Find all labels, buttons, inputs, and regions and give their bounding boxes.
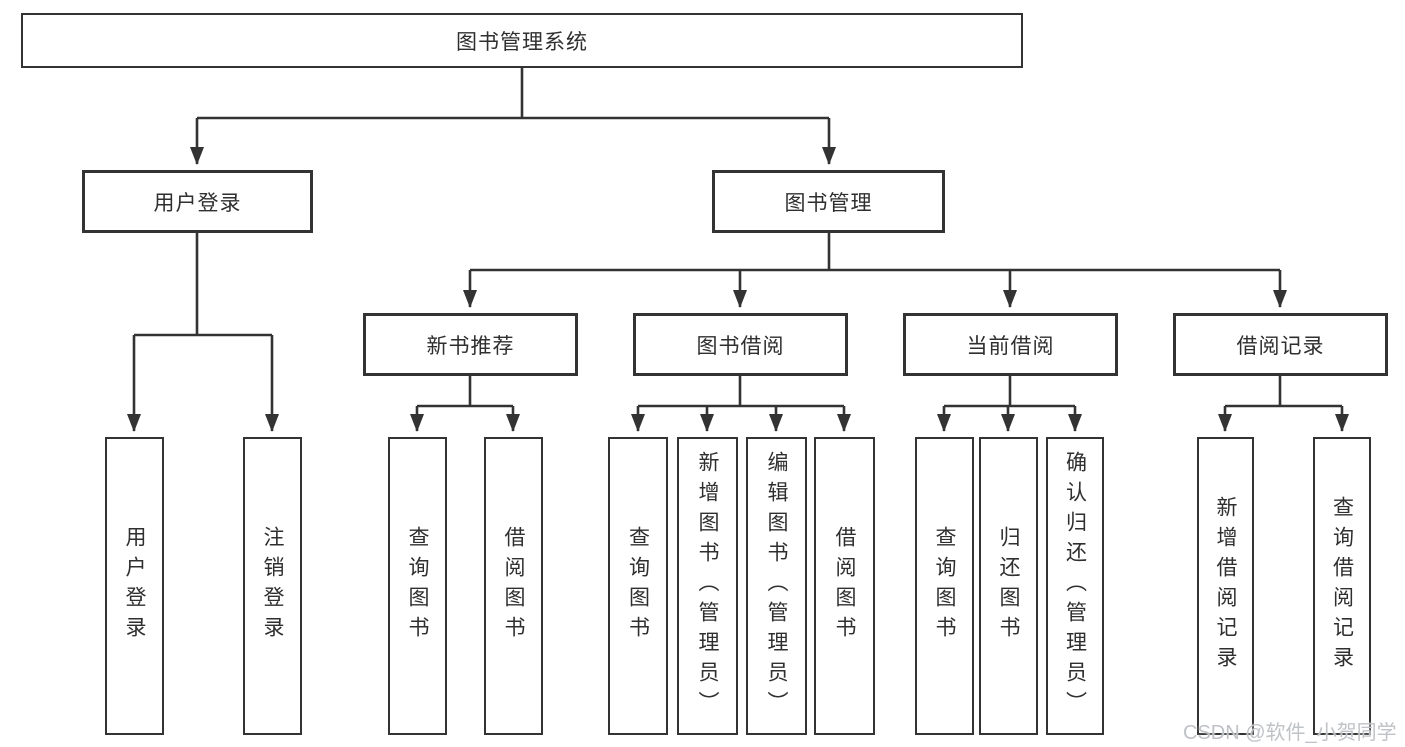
leaf-borrow-books-borrow: 借阅图书 xyxy=(814,437,875,735)
node-new-book-recommend-label: 新书推荐 xyxy=(426,334,515,358)
node-current-borrow-label: 当前借阅 xyxy=(966,334,1055,358)
leaf-confirm-return-admin: 确认归还（管理员） xyxy=(1046,437,1104,735)
leaf-return-books: 归还图书 xyxy=(979,437,1038,735)
node-book-management-label: 图书管理 xyxy=(784,191,873,215)
node-book-borrow-label: 图书借阅 xyxy=(696,334,785,358)
node-root-label: 图书管理系统 xyxy=(456,30,588,54)
leaf-query-books-borrow-label: 查询图书 xyxy=(626,526,650,646)
node-book-management: 图书管理 xyxy=(712,170,945,233)
leaf-user-login: 用户登录 xyxy=(105,437,164,735)
node-current-borrow: 当前借阅 xyxy=(903,313,1118,376)
leaf-confirm-return-admin-label: 确认归还（管理员） xyxy=(1063,451,1087,721)
node-new-book-recommend: 新书推荐 xyxy=(363,313,578,376)
node-book-borrow: 图书借阅 xyxy=(633,313,848,376)
leaf-query-books-current-label: 查询图书 xyxy=(933,526,956,646)
leaf-return-books-label: 归还图书 xyxy=(997,526,1020,646)
node-user-login-label: 用户登录 xyxy=(153,191,242,215)
leaf-logout: 注销登录 xyxy=(243,437,302,735)
leaf-borrow-books-borrow-label: 借阅图书 xyxy=(833,526,856,646)
leaf-add-books-admin-label: 新增图书（管理员） xyxy=(696,451,719,721)
leaf-query-borrow-record-label: 查询借阅记录 xyxy=(1330,496,1354,676)
leaf-query-borrow-record: 查询借阅记录 xyxy=(1313,437,1371,735)
leaf-edit-books-admin: 编辑图书（管理员） xyxy=(746,437,807,735)
leaf-add-borrow-record-label: 新增借阅记录 xyxy=(1214,496,1237,676)
leaf-user-login-label: 用户登录 xyxy=(123,526,146,646)
leaf-borrow-books-recommend-label: 借阅图书 xyxy=(502,526,525,646)
node-root: 图书管理系统 xyxy=(21,13,1023,68)
leaf-query-books-recommend: 查询图书 xyxy=(388,437,447,735)
leaf-borrow-books-recommend: 借阅图书 xyxy=(484,437,543,735)
leaf-logout-label: 注销登录 xyxy=(261,526,284,646)
leaf-query-books-recommend-label: 查询图书 xyxy=(406,526,429,646)
leaf-query-books-borrow: 查询图书 xyxy=(608,437,668,735)
node-borrow-records-label: 借阅记录 xyxy=(1236,334,1325,358)
leaf-query-books-current: 查询图书 xyxy=(915,437,974,735)
node-user-login: 用户登录 xyxy=(82,170,313,233)
watermark: CSDN @软件_小贺同学 xyxy=(1183,722,1397,744)
leaf-add-borrow-record: 新增借阅记录 xyxy=(1197,437,1254,735)
leaf-edit-books-admin-label: 编辑图书（管理员） xyxy=(765,451,788,721)
node-borrow-records: 借阅记录 xyxy=(1173,313,1388,376)
leaf-add-books-admin: 新增图书（管理员） xyxy=(677,437,738,735)
